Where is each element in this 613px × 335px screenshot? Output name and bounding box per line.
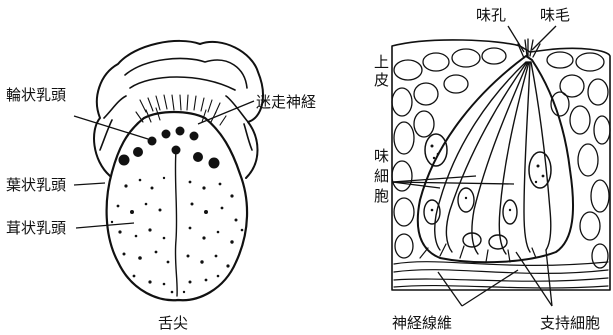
papilla	[148, 137, 157, 146]
label-circumvallate-papillae: 輪状乳頭	[6, 86, 66, 104]
leader-taste-cell-2	[392, 176, 476, 182]
leader-vagus	[198, 101, 254, 124]
label-support-cell: 支持細胞	[540, 314, 600, 332]
tongue-back-fold	[125, 58, 247, 90]
leader-circumvallate	[74, 116, 148, 139]
epithelial-cells-right	[547, 52, 610, 268]
label-fungiform-papillae: 茸状乳頭	[6, 219, 66, 237]
papilla	[193, 152, 203, 162]
papilla	[172, 146, 181, 155]
papilla	[190, 132, 199, 141]
svg-text:胞: 胞	[374, 187, 389, 205]
svg-text:味: 味	[374, 147, 389, 165]
papilla	[162, 130, 171, 139]
svg-text:上: 上	[374, 53, 389, 71]
taste-bud-outline	[418, 56, 573, 262]
label-foliate-papillae: 葉状乳頭	[6, 176, 66, 194]
leader-nerve-fiber-2	[462, 270, 518, 306]
papilla	[176, 127, 185, 136]
tongue-median-groove	[175, 150, 177, 296]
label-vagus-nerve: 迷走神経	[256, 93, 316, 111]
taste-cells	[435, 62, 551, 254]
papilla	[133, 147, 143, 157]
label-taste-hair: 味毛	[540, 6, 570, 24]
leader-taste-pore	[508, 26, 524, 52]
label-epithelium: 上 皮	[374, 53, 389, 89]
label-taste-cell: 味 細 胞	[374, 147, 389, 205]
papilla	[209, 158, 220, 169]
label-taste-pore: 味孔	[476, 6, 506, 24]
leader-nerve-fiber-1	[438, 272, 462, 306]
label-nerve-fiber: 神経線維	[392, 314, 452, 332]
svg-text:細: 細	[374, 167, 389, 185]
label-tongue-tip: 舌尖	[158, 314, 188, 332]
leader-fungiform	[76, 223, 134, 228]
leader-taste-hair	[532, 26, 556, 50]
svg-text:皮: 皮	[374, 71, 389, 89]
circumvallate-papillae	[119, 127, 220, 169]
epithelial-cells-left	[392, 48, 506, 258]
leader-foliate	[74, 183, 105, 185]
papilla	[119, 155, 130, 166]
tongue-diagram: 迷走神経 輪状乳頭 葉状乳頭 茸状乳頭 舌尖	[6, 41, 316, 332]
tongue-root-hatching	[136, 95, 226, 125]
tongue-epiglottis-left	[100, 96, 126, 150]
taste-bud-diagram: 味孔 味毛 上 皮 味 細 胞 神経線維 支持細胞	[374, 6, 610, 332]
